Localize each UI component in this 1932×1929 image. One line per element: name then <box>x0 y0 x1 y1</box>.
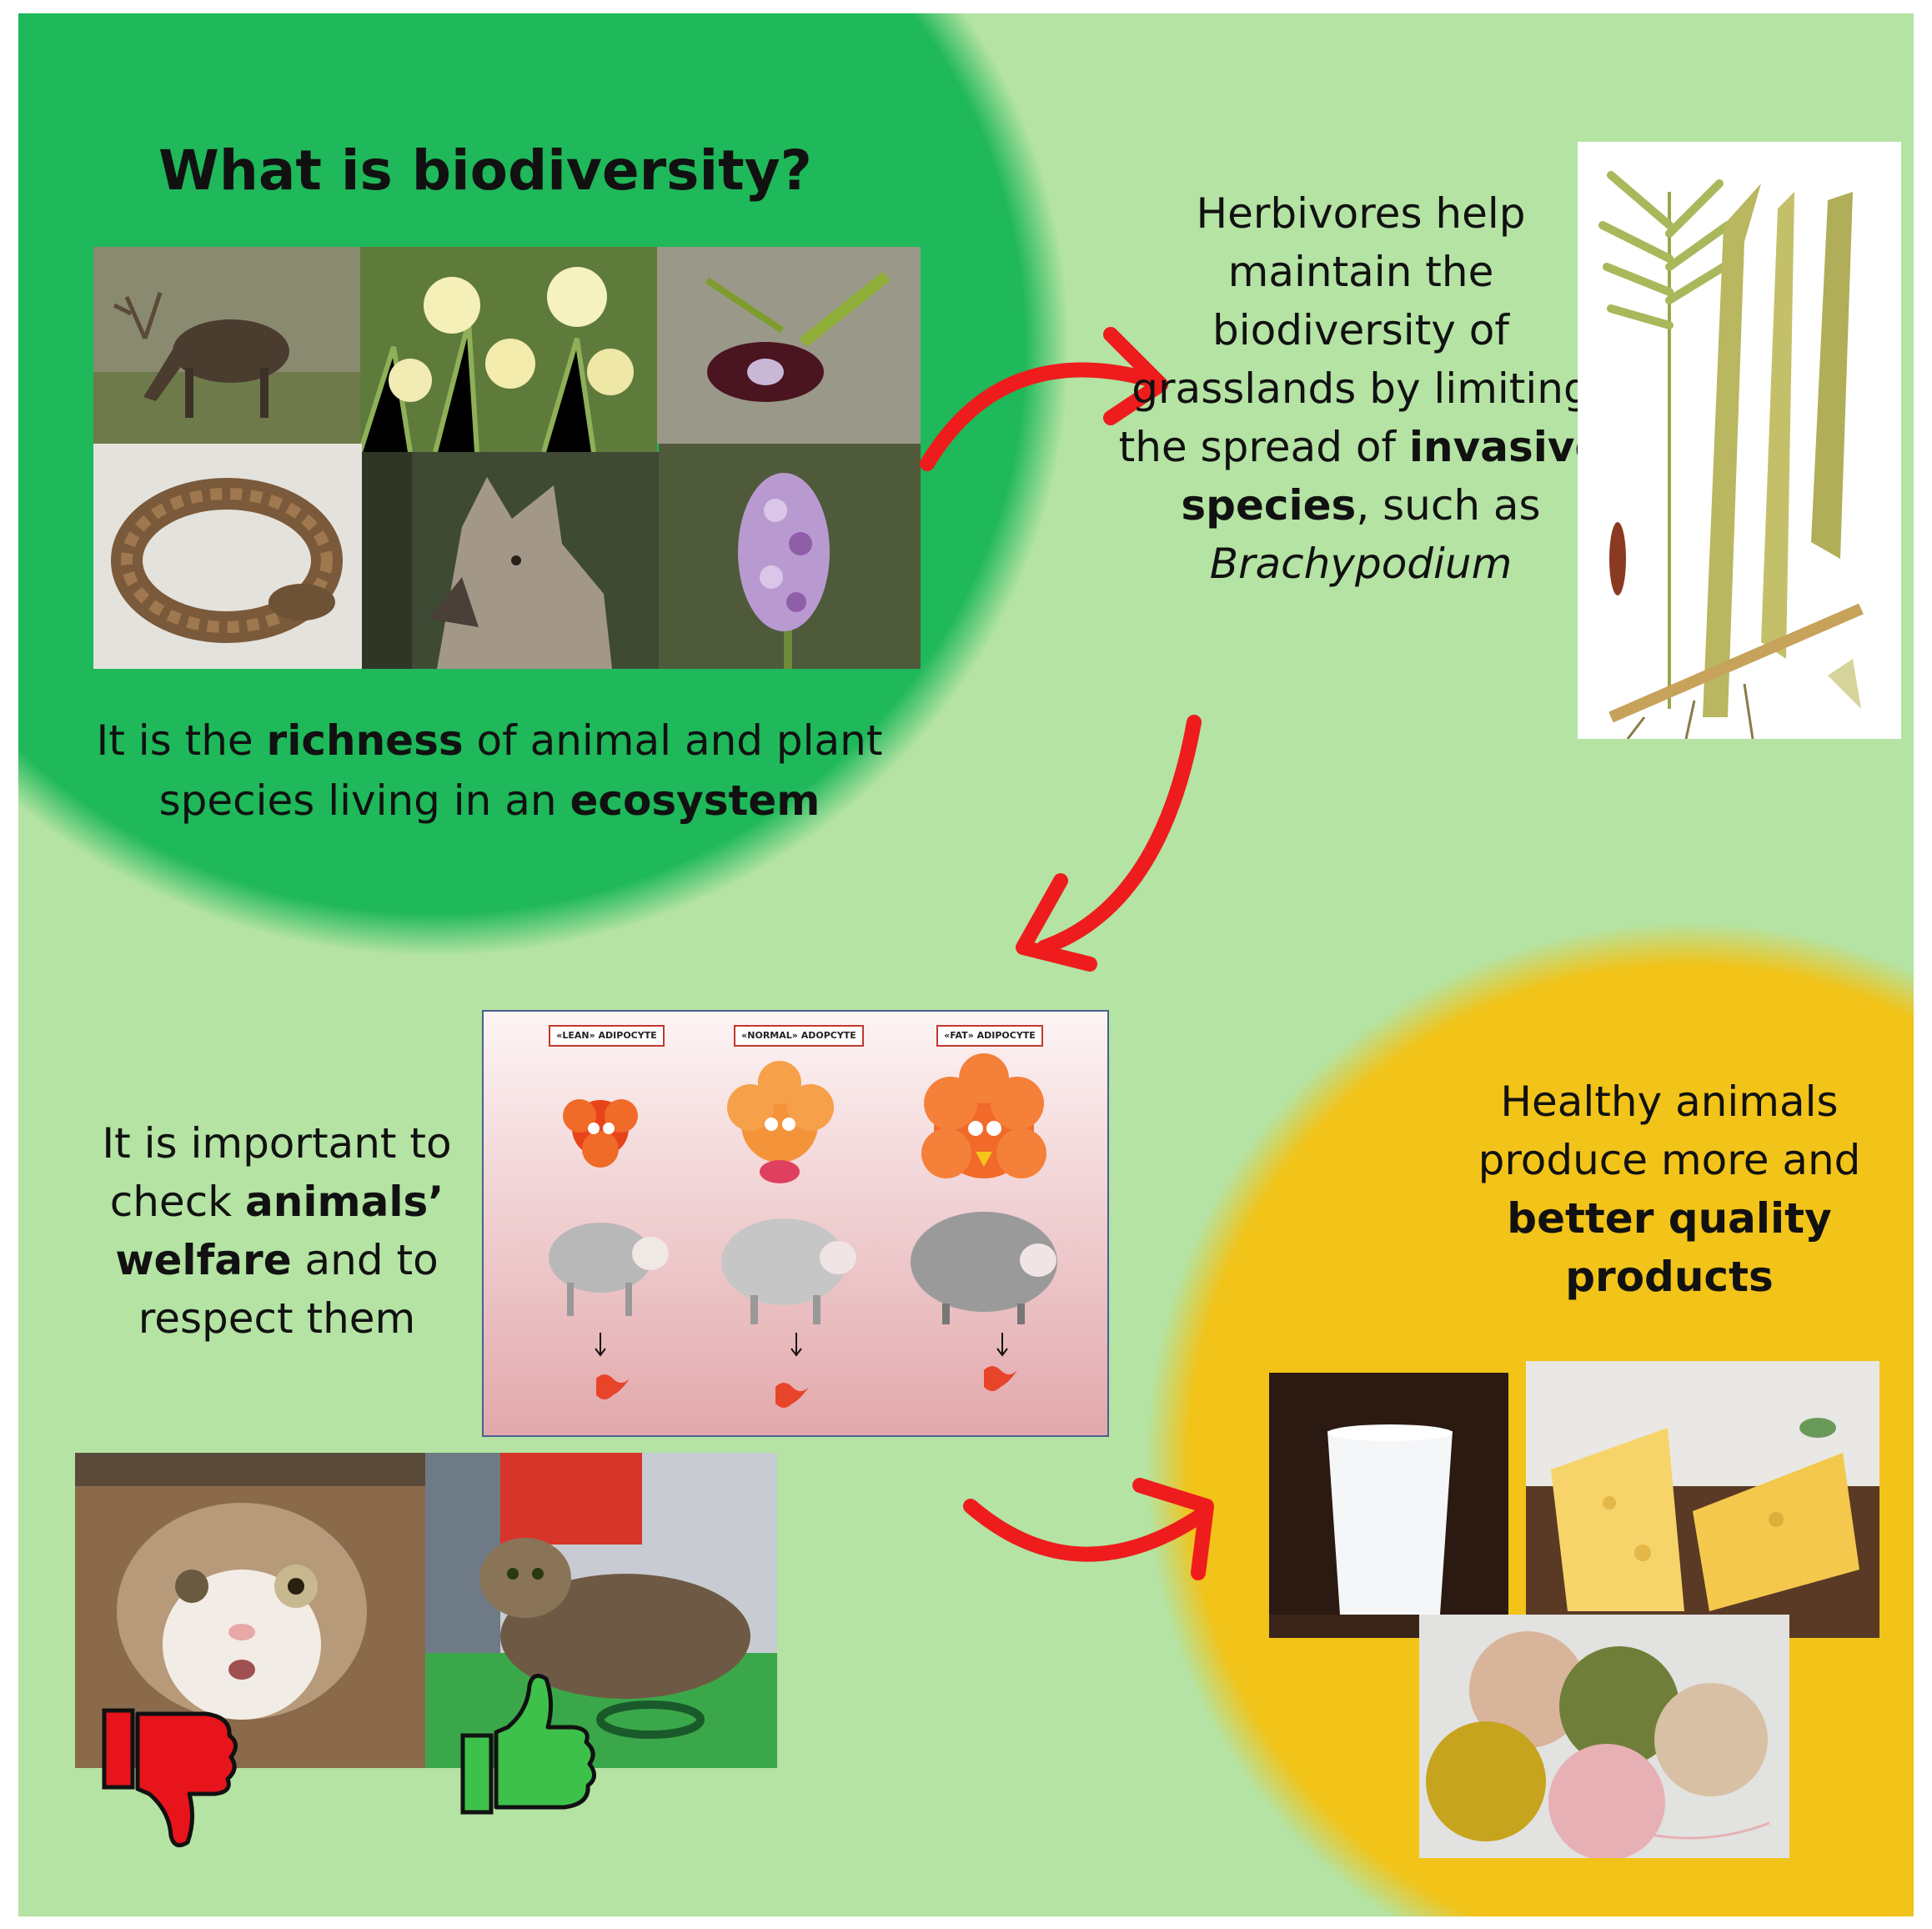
neglected-cat-photo <box>75 1453 425 1768</box>
herbivores-text: Herbivores help maintain the biodiversit… <box>1118 189 1603 588</box>
lean-adipocyte <box>563 1099 638 1168</box>
fat-sheep <box>911 1212 1057 1324</box>
wolf-photo <box>362 452 659 669</box>
fat-protein <box>984 1366 1017 1391</box>
thumbs-up-icon <box>460 1673 596 1815</box>
viper-photo <box>93 444 362 669</box>
deer-photo <box>93 247 362 444</box>
infographic-canvas: What is biodiversity? <box>18 13 1914 1916</box>
arrow-to-welfare <box>1016 715 1202 972</box>
welfare-text: It is important to check animals’ welfar… <box>102 1119 452 1343</box>
thumbs-down-icon <box>102 1708 238 1848</box>
orchid-photo <box>657 247 921 444</box>
title: What is biodiversity? <box>158 138 812 203</box>
lean-protein <box>596 1374 630 1399</box>
arrow-to-herbivores <box>920 327 1168 471</box>
normal-label: «NORMAL» ADOPCYTE <box>734 1025 864 1047</box>
wool-yarn-photo <box>1419 1615 1789 1858</box>
monkey-orchid-photo <box>659 444 921 669</box>
milk-glass-photo <box>1269 1373 1508 1638</box>
fat-adipocyte <box>921 1053 1046 1178</box>
normal-adipocyte <box>727 1061 834 1183</box>
normal-sheep <box>721 1218 856 1324</box>
cheese-photo <box>1526 1361 1879 1638</box>
lean-sheep <box>549 1223 669 1316</box>
biodiversity-definition: It is the richness of animal and plant s… <box>96 716 883 825</box>
vet-cat-photo <box>425 1453 777 1768</box>
adipocyte-sheep-panel: «LEAN» ADIPOCYTE «NORMAL» ADOPCYTE «FAT»… <box>482 1010 1109 1437</box>
arrow-to-products <box>963 1478 1214 1580</box>
pansy-flowers-photo <box>360 247 657 452</box>
normal-protein <box>775 1383 809 1408</box>
fat-label: «FAT» ADIPOCYTE <box>936 1025 1043 1047</box>
lean-label: «LEAN» ADIPOCYTE <box>549 1025 665 1047</box>
healthy-text: Healthy animals produce more and better … <box>1478 1078 1861 1301</box>
brachypodium-illustration <box>1578 142 1901 739</box>
